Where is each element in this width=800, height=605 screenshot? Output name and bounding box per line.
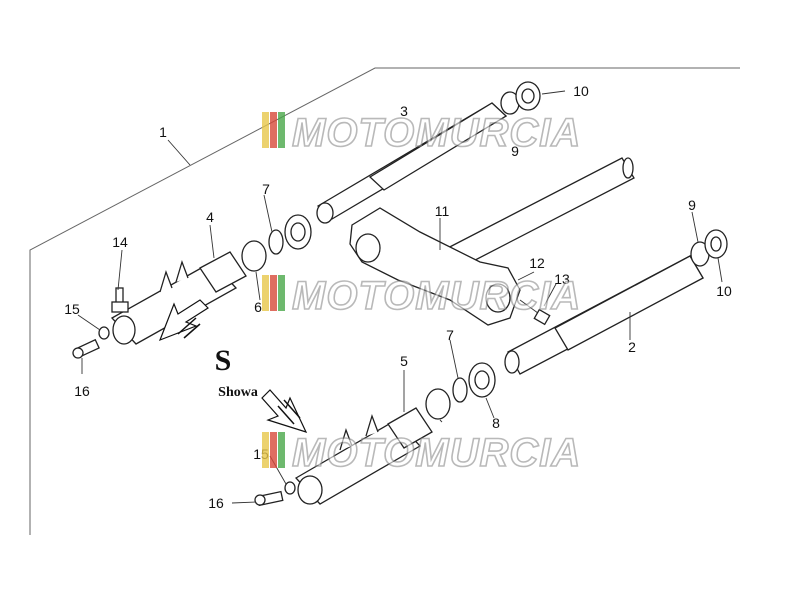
watermark-text: MOTOMURCIA [292, 431, 581, 475]
callout-8: 8 [492, 415, 500, 431]
part-8-seal-upper [284, 214, 312, 250]
callout-2-lower: 2 [628, 339, 636, 355]
callout-7-upper: 7 [262, 181, 270, 197]
callout-11: 11 [435, 203, 450, 219]
callout-13: 13 [554, 271, 570, 287]
callout-3: 3 [400, 103, 408, 119]
part-8-seal-lower [468, 362, 496, 398]
part-10-cap-lower [704, 229, 728, 259]
watermark-middle: MOTOMURCIA [262, 273, 581, 319]
callout-16-upper: 16 [74, 383, 90, 399]
brand-letter: S [215, 344, 232, 377]
part-13-bolt [519, 299, 551, 326]
callout-4: 4 [206, 209, 214, 225]
direction-arrow-lower [261, 389, 308, 433]
callout-12: 12 [529, 255, 545, 271]
callout-15-upper: 15 [64, 301, 80, 317]
part-16-bolt-upper [72, 338, 100, 359]
watermark-text: MOTOMURCIA [292, 111, 581, 155]
part-3-stanchion-upper [316, 102, 508, 224]
part-7-clip-lower [452, 377, 468, 403]
callout-7-lower: 7 [446, 327, 454, 343]
part-6-bushing-upper [241, 240, 267, 272]
part-10-cap-upper [515, 81, 541, 111]
part-16-bolt-lower [254, 490, 284, 507]
callout-6: 6 [254, 299, 262, 315]
callout-10-upper: 10 [573, 83, 589, 99]
part-14-bleed-screw [111, 287, 129, 313]
callout-16-lower: 16 [208, 495, 224, 511]
part-11-steering-stem [349, 157, 635, 326]
direction-arrow-upper [158, 299, 209, 342]
callout-9-upper: 9 [511, 143, 519, 159]
part-5-slider-right [294, 407, 433, 505]
diagram-frame [29, 67, 740, 535]
callout-5: 5 [400, 353, 408, 369]
watermark-bottom: MOTOMURCIA [262, 430, 581, 476]
part-6-bushing-lower [425, 388, 451, 420]
part-7-clip-upper [268, 229, 284, 255]
callout-14: 14 [112, 234, 128, 250]
part-15-washer-upper [98, 326, 110, 340]
brand-name: Showa [218, 385, 258, 400]
watermark-top: MOTOMURCIA [262, 110, 581, 156]
watermark-text: MOTOMURCIA [292, 274, 581, 318]
callout-9-lower: 9 [688, 197, 696, 213]
callout-1: 1 [159, 124, 167, 140]
part-15-washer-lower [284, 481, 296, 495]
callout-10-lower: 10 [716, 283, 732, 299]
part-2-stanchion-lower [504, 255, 704, 375]
